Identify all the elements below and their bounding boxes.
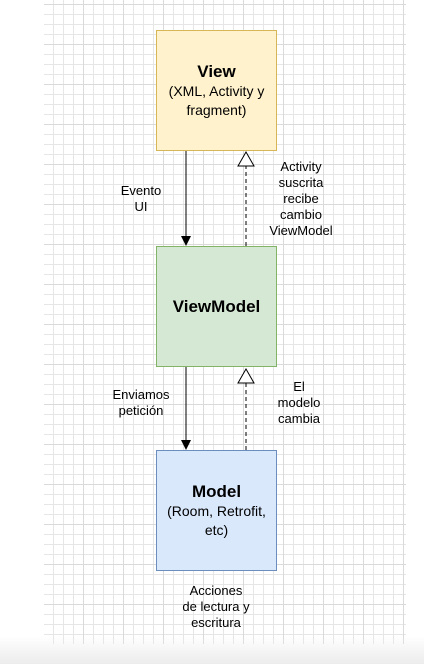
viewmodel-node[interactable]: ViewModel (156, 246, 277, 367)
view-subtitle: (XML, Activity y fragment) (168, 83, 265, 118)
arrowhead-model-to-viewmodel (237, 367, 255, 384)
arrowhead-view-to-viewmodel (181, 236, 191, 246)
arrowhead-viewmodel-to-model (181, 440, 191, 450)
view-title: View (197, 62, 236, 81)
label-activity-suscrita: Activity suscrita recibe cambio ViewMode… (269, 159, 333, 238)
view-node[interactable]: View (XML, Activity y fragment) (156, 30, 277, 151)
model-node[interactable]: Model (Room, Retrofit, etc) (156, 450, 277, 571)
arrowhead-viewmodel-to-view (237, 150, 255, 167)
model-title: Model (191, 482, 242, 501)
label-acciones: Acciones de lectura y escritura (182, 583, 250, 630)
label-evento-ui: Evento UI (120, 183, 162, 214)
model-subtitle: (Room, Retrofit, etc) (167, 503, 266, 538)
viewmodel-title: ViewModel (172, 297, 261, 316)
label-modelo-cambia: El modelo cambia (277, 379, 321, 426)
label-enviamos-peticion: Enviamos petición (112, 387, 170, 418)
bottom-shadow (0, 636, 424, 664)
